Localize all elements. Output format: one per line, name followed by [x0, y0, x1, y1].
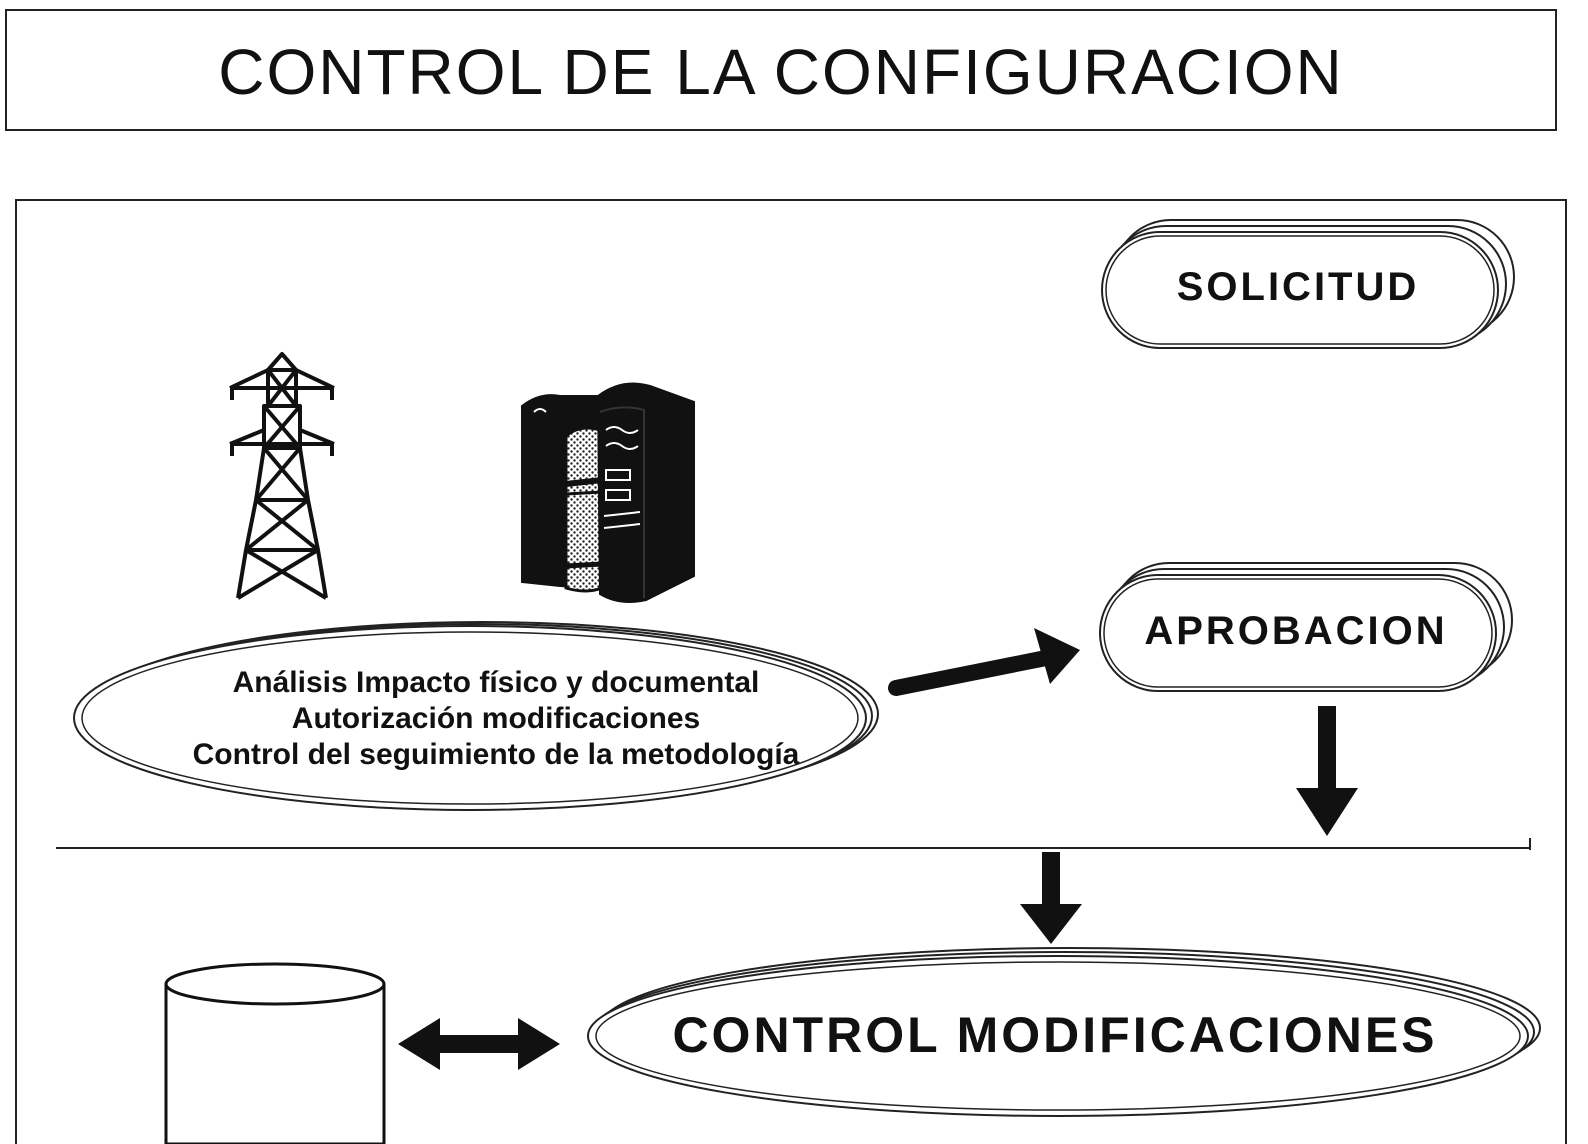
analysis-node: Análisis Impacto físico y documental Aut… [73, 621, 879, 811]
main-frame [15, 199, 1567, 1144]
analysis-line-2: Autorización modificaciones [292, 702, 700, 735]
aprobacion-label: APROBACION [1144, 609, 1447, 653]
control-modificaciones-label: CONTROL MODIFICACIONES [672, 1007, 1437, 1063]
transmission-tower-icon [229, 352, 335, 600]
aprobacion-node: APROBACION [1099, 562, 1513, 692]
arrow-analysis-to-aprobacion [888, 628, 1080, 696]
arrow-database-control-bidirectional [398, 1018, 560, 1070]
arrow-to-control-modificaciones [1020, 852, 1082, 944]
books-icon [521, 382, 695, 603]
solicitud-node: SOLICITUD [1101, 219, 1515, 349]
arrow-aprobacion-down [1296, 706, 1358, 836]
control-modificaciones-node: CONTROL MODIFICACIONES [587, 947, 1541, 1117]
solicitud-label: SOLICITUD [1177, 265, 1420, 309]
database-cylinder-icon [164, 962, 386, 1144]
page-title: CONTROL DE LA CONFIGURACION [218, 36, 1344, 108]
analysis-line-1: Análisis Impacto físico y documental [233, 666, 760, 699]
title-box: CONTROL DE LA CONFIGURACION [5, 9, 1557, 131]
analysis-line-3: Control del seguimiento de la metodologí… [193, 738, 800, 771]
divider-line [56, 838, 1531, 850]
